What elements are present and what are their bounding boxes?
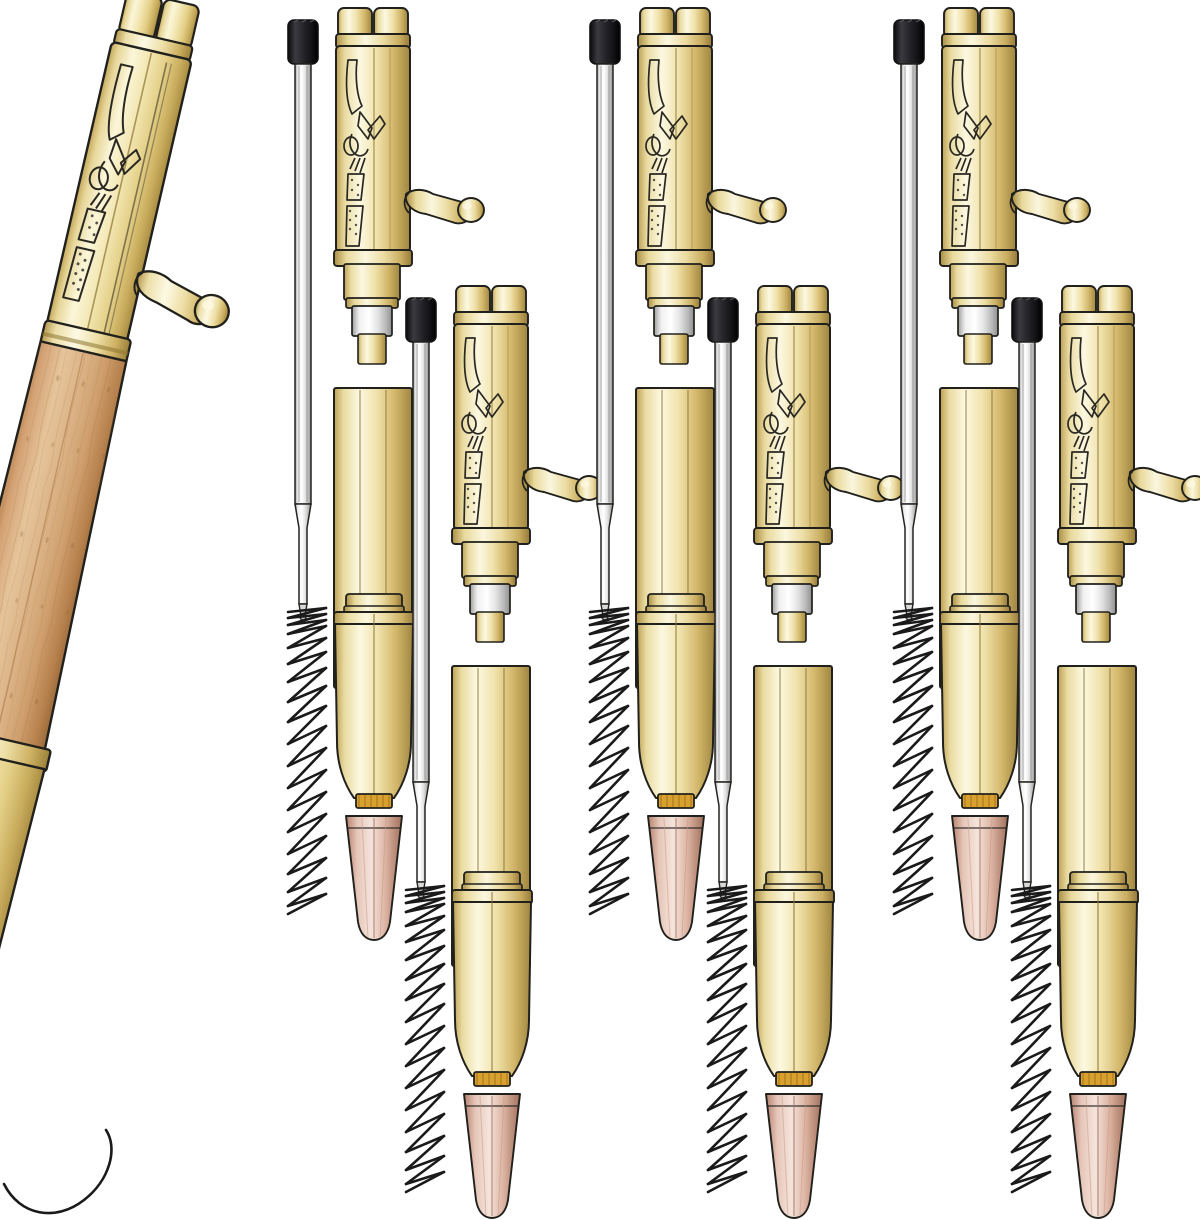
bolt-mechanism <box>1057 285 1200 643</box>
copper-tip <box>1069 1093 1127 1219</box>
bolt-lever <box>133 270 230 329</box>
spring <box>892 606 934 916</box>
spring <box>706 884 748 1194</box>
bolt-mechanism <box>753 285 905 643</box>
copper-tip <box>765 1093 823 1219</box>
ink-refill <box>589 19 621 621</box>
copper-tip <box>463 1093 521 1219</box>
bullet-casing <box>333 593 415 809</box>
spring <box>404 884 446 1194</box>
ink-stroke <box>2 1128 113 1215</box>
bullet-casing <box>939 593 1021 809</box>
assembled-bolt-action-pen <box>0 0 380 1220</box>
bolt-cap-top <box>113 0 200 62</box>
ink-refill <box>893 19 925 621</box>
spring <box>286 606 328 916</box>
pen-kit-6 <box>1010 285 1200 1219</box>
bolt-mechanism <box>451 285 603 643</box>
bullet-casing <box>753 871 835 1087</box>
wood-barrel <box>0 339 128 757</box>
ink-refill <box>707 297 739 899</box>
bullet-casing <box>635 593 717 809</box>
ink-refill <box>1011 297 1043 899</box>
bullet-casing-body <box>0 723 52 1013</box>
ink-refill <box>287 19 319 621</box>
bullet-casing <box>1057 871 1139 1087</box>
spring <box>588 606 630 916</box>
spring <box>1010 884 1052 1194</box>
ink-refill <box>405 297 437 899</box>
bullet-casing <box>451 871 533 1087</box>
